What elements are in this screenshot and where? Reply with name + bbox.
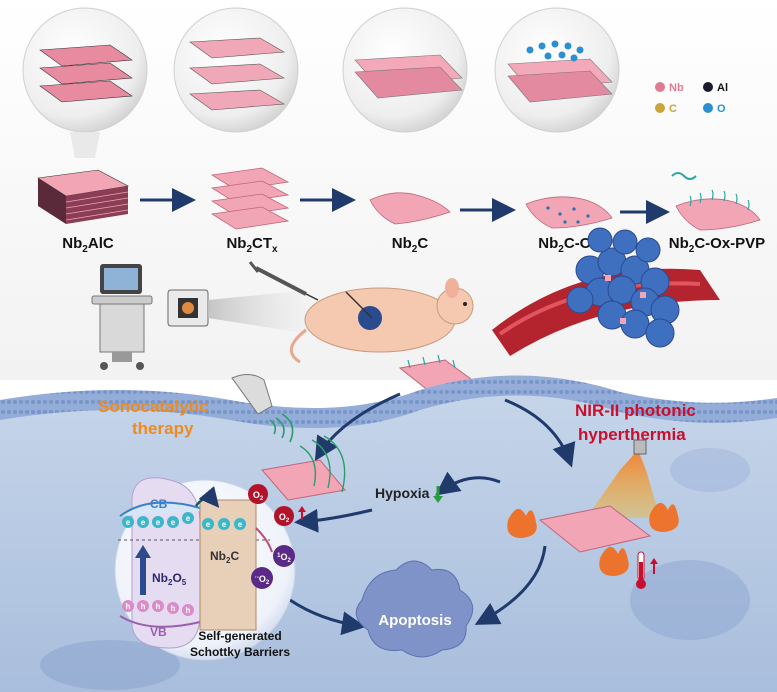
hypoxia-label: Hypoxia [375, 485, 430, 501]
thermometer-icon [636, 551, 658, 589]
tumor-vessel-icon [492, 227, 720, 356]
schottky-mechanism-zoom: CB e e e e e Nb2O5 h h h h h VB [114, 477, 306, 661]
hypoxia-indicator: Hypoxia [375, 485, 443, 503]
o2-molecule-top: O2 [248, 484, 268, 504]
element-legend: Nb Al C O [655, 82, 728, 115]
electron-2: e [141, 518, 146, 527]
vb-label: VB [150, 625, 167, 639]
svg-text:1O2: 1O2 [277, 552, 291, 564]
step-label-nb2c-ox-pvp: Nb2C-Ox-PVP [669, 235, 765, 255]
therapy-label: therapy [132, 419, 194, 438]
nir-label-line1: NIR-II photonic [575, 401, 696, 420]
svg-text:O2: O2 [279, 512, 290, 524]
legend-c: C [669, 103, 677, 115]
nb2c-label: Nb2C [210, 549, 239, 565]
o2-molecule-hyperthermia: O2 [274, 506, 306, 526]
nb2o5-label: Nb2O5 [152, 571, 187, 587]
singlet-oxygen: 1O2 [273, 545, 295, 567]
sonocatalytic-label: Sonocatalytic [98, 397, 209, 416]
nb2c-ox-pvp-sheet [671, 172, 761, 231]
step-label-nb2c: Nb2C [392, 235, 429, 255]
hole-2: h [141, 602, 146, 611]
svg-text:O2: O2 [253, 490, 264, 502]
in-vivo-row [91, 227, 720, 393]
nir-nanosheet [507, 439, 679, 589]
schottky-label-line1: Self-generated [198, 629, 281, 643]
hole-4: h [171, 604, 176, 613]
electron-5: e [186, 514, 191, 523]
ultrasound-machine-icon [91, 264, 153, 370]
svg-text:·-O2: ·-O2 [255, 574, 270, 586]
nb2ctx-sheets [210, 167, 290, 230]
pathway-arrows [289, 392, 576, 636]
electron-1: e [126, 518, 131, 527]
legend-o: O [717, 103, 726, 115]
hole-3: h [156, 602, 161, 611]
nb2c-ox-sheet [525, 196, 613, 229]
flame-icon [507, 502, 679, 576]
electron-6: e [206, 520, 211, 529]
apoptotic-cell-icon [355, 560, 474, 658]
electron-3: e [156, 518, 161, 527]
synthesis-row: Nb Al C O [22, 7, 765, 255]
nb2ctx-zoom-bubble [173, 7, 299, 133]
hole-5: h [186, 606, 191, 615]
transducer-icon [167, 289, 310, 334]
mouse-icon [289, 278, 474, 364]
nb2c-sheet [369, 192, 451, 225]
sono-nanosheet [261, 435, 346, 501]
electron-4: e [171, 518, 176, 527]
superoxide-radical: ·-O2 [251, 567, 273, 589]
nir-label-line2: hyperthermia [578, 425, 686, 444]
apoptosis-label: Apoptosis [378, 612, 451, 629]
ultrasound-probe-icon [231, 374, 294, 443]
nb2alc-zoom-bubble [22, 7, 148, 158]
schottky-label-line2: Schottky Barriers [190, 645, 290, 659]
step-label-nb2alc: Nb2AlC [62, 235, 114, 255]
cb-label: CB [150, 497, 168, 511]
synthesis-arrows [140, 188, 670, 224]
nb2c-ox-zoom-bubble [494, 7, 620, 133]
syringe-icon [248, 261, 319, 301]
electron-7: e [222, 520, 227, 529]
legend-nb: Nb [669, 82, 684, 94]
hole-1: h [126, 602, 131, 611]
step-label-nb2ctx: Nb2CTx [226, 235, 278, 255]
electron-8: e [238, 520, 243, 529]
nb2c-zoom-bubble [342, 7, 468, 133]
nb2alc-stack [37, 169, 129, 224]
legend-al: Al [717, 82, 728, 94]
